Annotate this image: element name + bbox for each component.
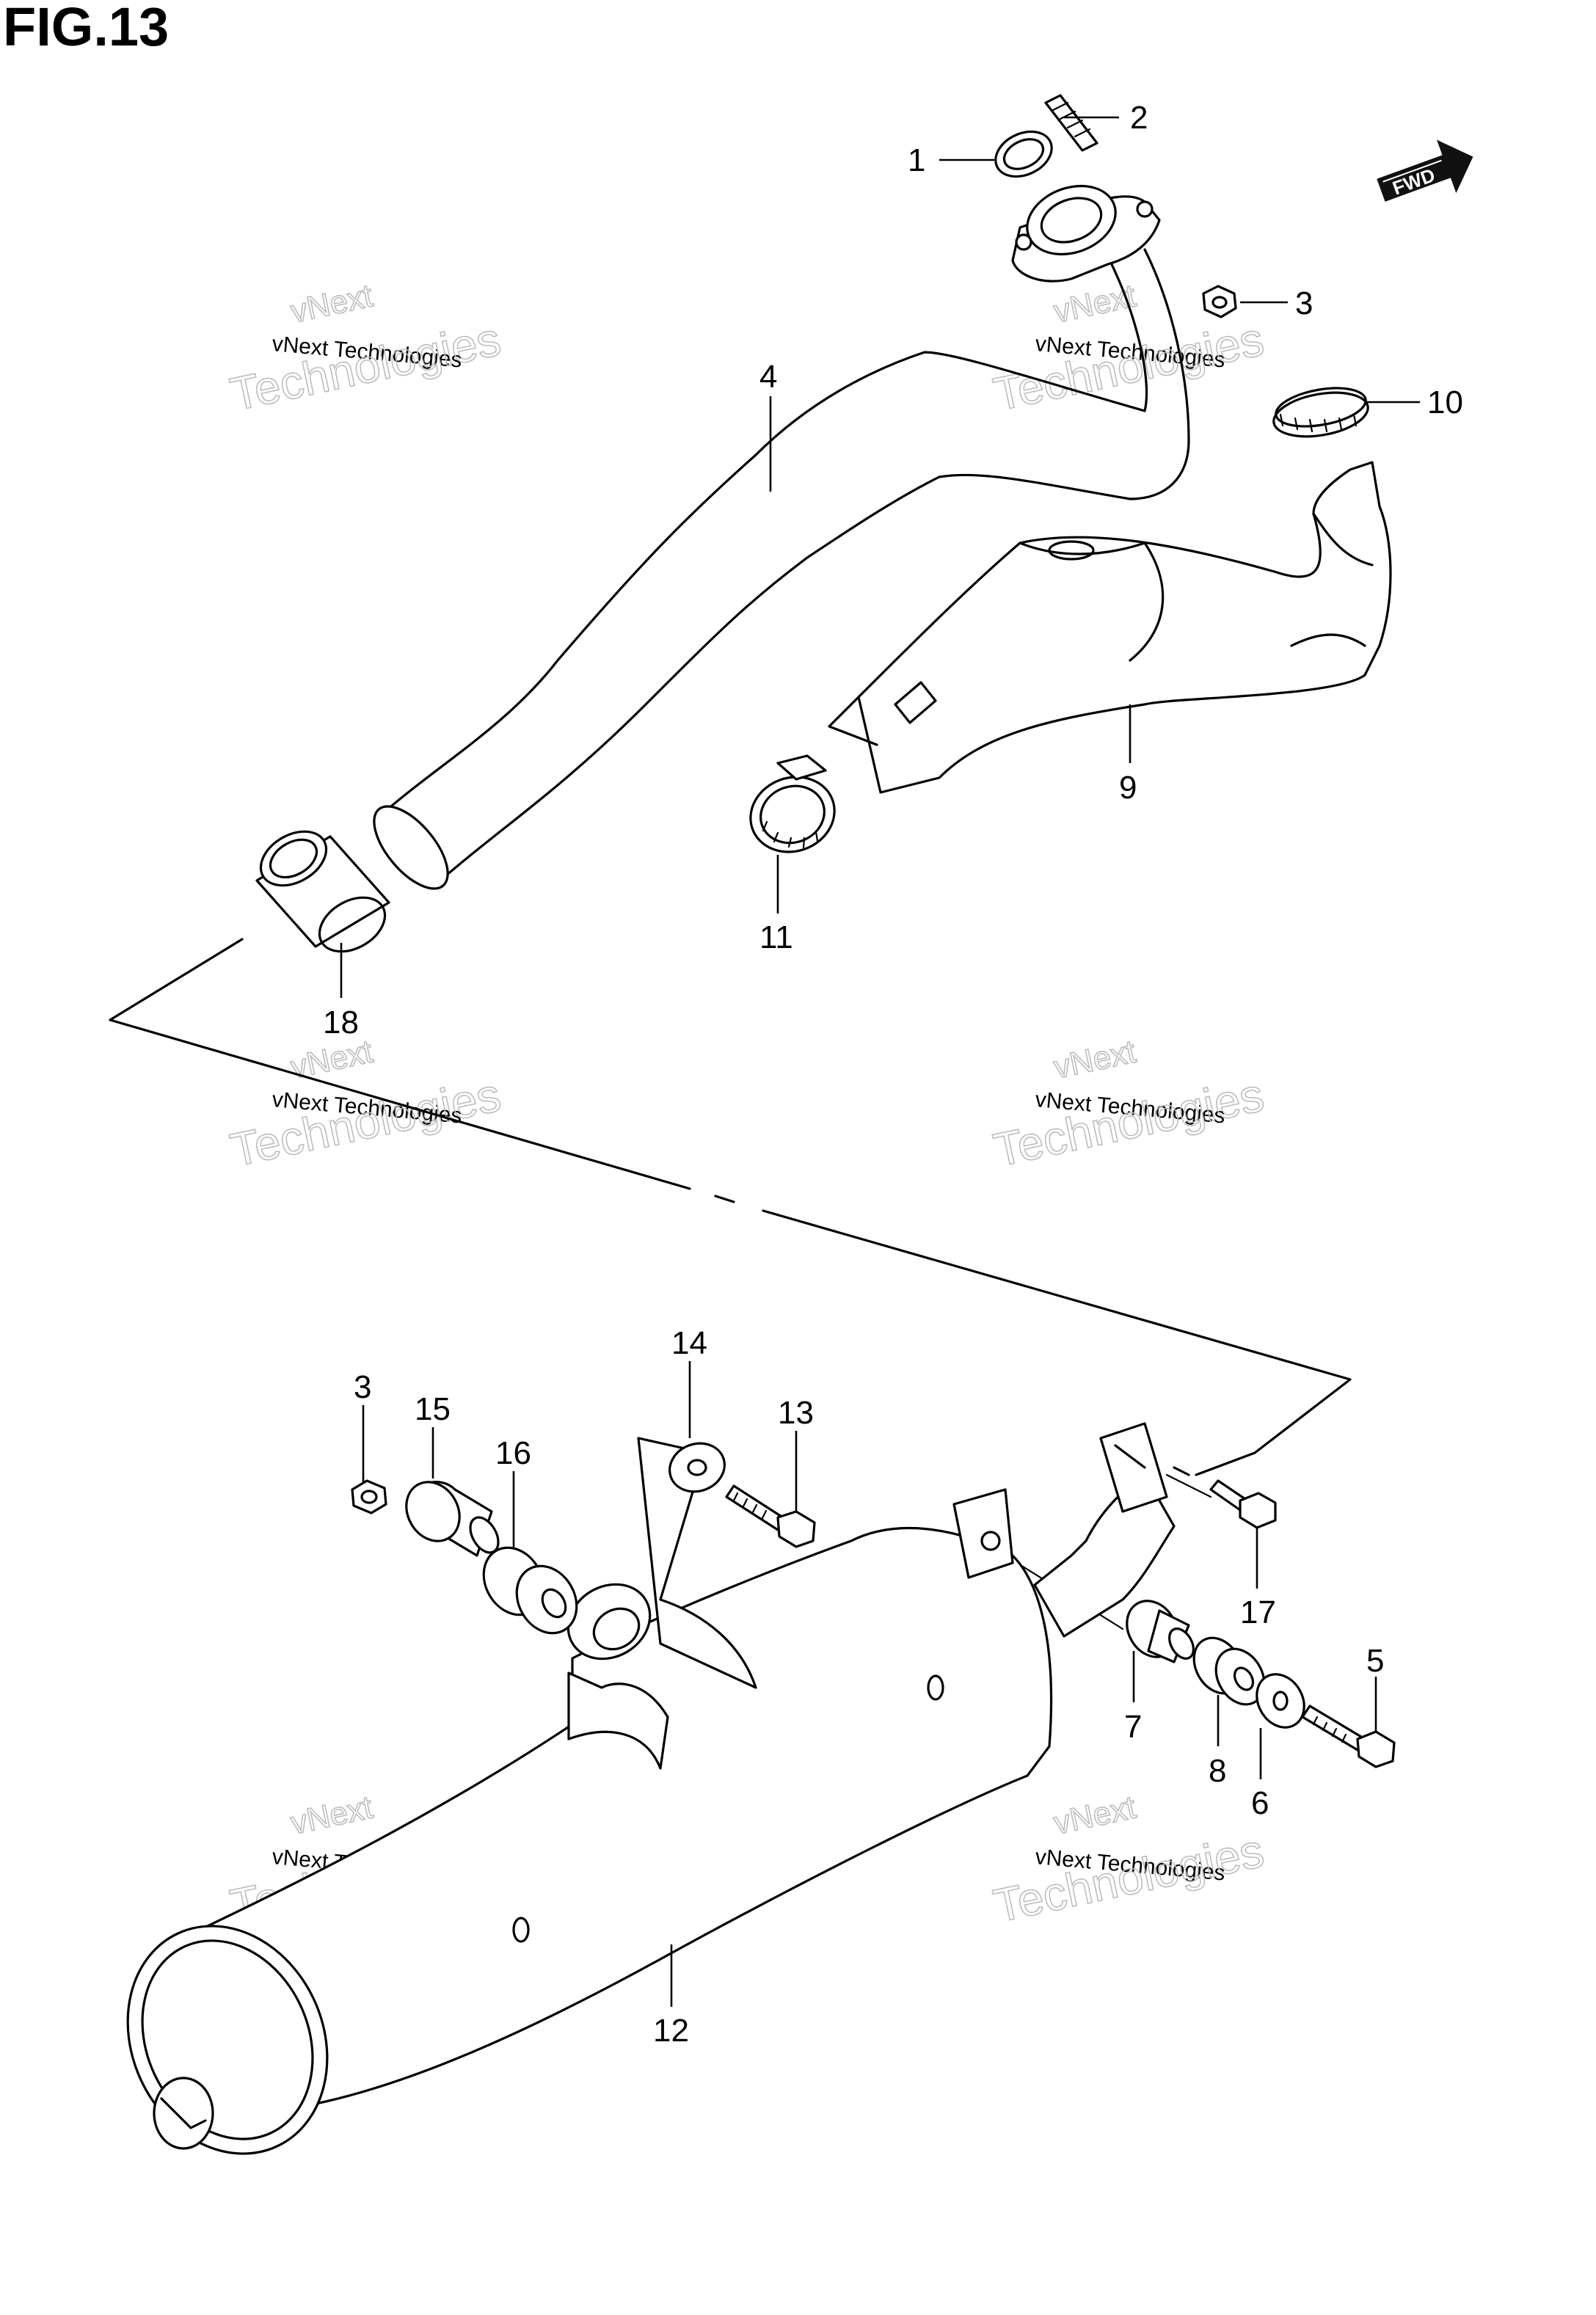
callout-2: 2 bbox=[1130, 100, 1148, 136]
callout-15: 15 bbox=[415, 1391, 451, 1427]
callout-10: 10 bbox=[1427, 384, 1463, 420]
part-muffler-main bbox=[126, 1422, 1176, 2155]
callout-6: 6 bbox=[1251, 1785, 1269, 1821]
watermark-large: Technologies bbox=[226, 313, 505, 421]
part-clamp-10 bbox=[1272, 387, 1369, 438]
fwd-label: FWD bbox=[1390, 164, 1438, 199]
callout-5: 5 bbox=[1366, 1643, 1384, 1679]
watermark-large: Technologies bbox=[989, 1824, 1268, 1933]
leader-lines bbox=[340, 116, 1420, 2007]
part-cushion-16 bbox=[482, 1546, 578, 1635]
callout-13: 13 bbox=[778, 1395, 814, 1431]
part-bolt-5 bbox=[1301, 1705, 1396, 1768]
callout-14: 14 bbox=[671, 1325, 707, 1361]
callout-8: 8 bbox=[1209, 1753, 1226, 1789]
part-clamp-11 bbox=[749, 754, 836, 853]
callout-16: 16 bbox=[495, 1435, 531, 1471]
callout-7: 7 bbox=[1124, 1709, 1142, 1745]
watermark-brand: vNext bbox=[1051, 1033, 1139, 1085]
part-bolt-17 bbox=[1209, 1479, 1277, 1529]
watermark-brand: vNext bbox=[288, 1789, 376, 1841]
callout-9: 9 bbox=[1119, 770, 1137, 806]
watermark-brand: vNext bbox=[1051, 277, 1139, 329]
part-collar-7 bbox=[1126, 1600, 1195, 1663]
watermark-mid-right: vNext vNext Technologies Technologies bbox=[988, 1033, 1269, 1178]
part-grommet-ring bbox=[566, 1583, 652, 1660]
part-muffler-front bbox=[828, 461, 1392, 794]
callout-17: 17 bbox=[1240, 1594, 1276, 1630]
part-washer-6 bbox=[1256, 1673, 1305, 1729]
callout-18: 18 bbox=[323, 1005, 359, 1040]
callout-4: 4 bbox=[759, 359, 777, 395]
watermark-large: Technologies bbox=[989, 313, 1268, 421]
part-bolt-13 bbox=[725, 1484, 816, 1548]
callout-3-top: 3 bbox=[1295, 285, 1313, 321]
part-nut-top bbox=[1202, 285, 1237, 318]
watermark-top-left: vNext vNext Technologies Technologies bbox=[225, 277, 506, 422]
part-nut-lower bbox=[351, 1479, 387, 1514]
fwd-arrow-icon: FWD bbox=[1377, 139, 1473, 202]
callout-1: 1 bbox=[908, 142, 925, 178]
part-cushion-8 bbox=[1192, 1636, 1266, 1706]
part-connector bbox=[255, 830, 390, 953]
watermark-brand: vNext bbox=[1051, 1789, 1139, 1841]
watermark-large: Technologies bbox=[989, 1068, 1268, 1177]
callout-3-lower: 3 bbox=[354, 1369, 371, 1405]
callout-labels: 1 2 3 10 4 9 11 18 14 3 15 16 13 17 5 7 … bbox=[323, 100, 1463, 2049]
part-gasket bbox=[994, 130, 1053, 178]
callout-12: 12 bbox=[653, 2013, 689, 2049]
watermark-mid-left: vNext vNext Technologies Technologies bbox=[225, 1033, 506, 1178]
part-exhaust-pipe bbox=[373, 184, 1190, 890]
watermark-brand: vNext bbox=[288, 277, 376, 329]
figure-title: FIG.13 bbox=[3, 0, 170, 57]
part-washer-14 bbox=[668, 1442, 726, 1493]
part-stud-bolt bbox=[1044, 94, 1098, 152]
callout-11: 11 bbox=[759, 919, 793, 955]
watermark-bottom-right: vNext vNext Technologies Technologies bbox=[988, 1789, 1269, 1933]
part-collar-15 bbox=[405, 1481, 500, 1557]
watermark-brand: vNext bbox=[288, 1033, 376, 1085]
